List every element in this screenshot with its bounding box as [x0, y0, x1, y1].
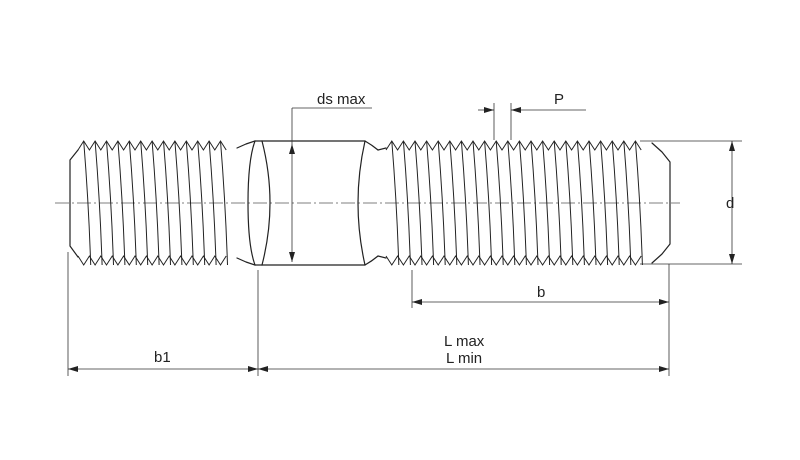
thread-flank	[576, 140, 585, 266]
thread-flank	[402, 140, 411, 266]
thread-flank	[507, 140, 516, 266]
thread-profile	[77, 140, 227, 151]
thread-flank	[460, 140, 469, 266]
thread-flank	[391, 140, 400, 266]
long-thread	[377, 140, 671, 266]
plain-shank	[247, 140, 379, 266]
thread-flank	[128, 140, 137, 266]
thread-flank	[83, 140, 92, 266]
d-label: d	[726, 195, 734, 212]
thread-flank	[94, 140, 103, 266]
thread-flank	[151, 140, 160, 266]
thread-flank	[106, 140, 114, 266]
b-label: b	[537, 284, 545, 301]
thread-flank	[553, 140, 562, 266]
thread-flank	[623, 140, 632, 266]
thread-profile	[385, 140, 642, 151]
thread-flank	[634, 140, 643, 266]
thread-flank	[611, 140, 620, 266]
ds-label: ds max	[317, 91, 366, 108]
b1-label: b1	[154, 349, 171, 366]
thread-flank	[542, 140, 551, 266]
thread-profile	[385, 255, 642, 266]
thread-flank	[208, 140, 217, 266]
thread-flank	[197, 140, 206, 266]
thread-flank	[518, 140, 527, 266]
thread-flank	[174, 140, 183, 266]
b-dimension: b	[411, 264, 670, 376]
thread-flank	[220, 140, 228, 266]
thread-flank	[185, 140, 194, 266]
thread-flank	[600, 140, 609, 266]
thread-flank	[565, 140, 574, 266]
thread-flank	[426, 140, 435, 266]
thread-profile	[77, 255, 227, 266]
thread-flank	[117, 140, 126, 266]
thread-flank	[449, 140, 458, 266]
thread-flank	[437, 140, 446, 266]
thread-flank	[163, 140, 171, 266]
thread-flank	[472, 140, 481, 266]
thread-flank	[140, 140, 149, 266]
thread-flank	[414, 140, 423, 266]
d-dimension: d	[640, 140, 742, 265]
thread-flank	[495, 140, 504, 266]
thread-flank	[588, 140, 597, 266]
pitch-dimension: P	[478, 91, 586, 140]
lmax-label: L max	[444, 333, 485, 350]
thread-flank	[530, 140, 539, 266]
short-thread	[69, 140, 256, 266]
lmin-label: L min	[446, 350, 482, 367]
ds-dimension: ds max	[289, 91, 372, 262]
pitch-label: P	[554, 91, 564, 108]
thread-flank	[484, 140, 493, 266]
length-dimensions: b1 L max L min	[67, 252, 669, 376]
